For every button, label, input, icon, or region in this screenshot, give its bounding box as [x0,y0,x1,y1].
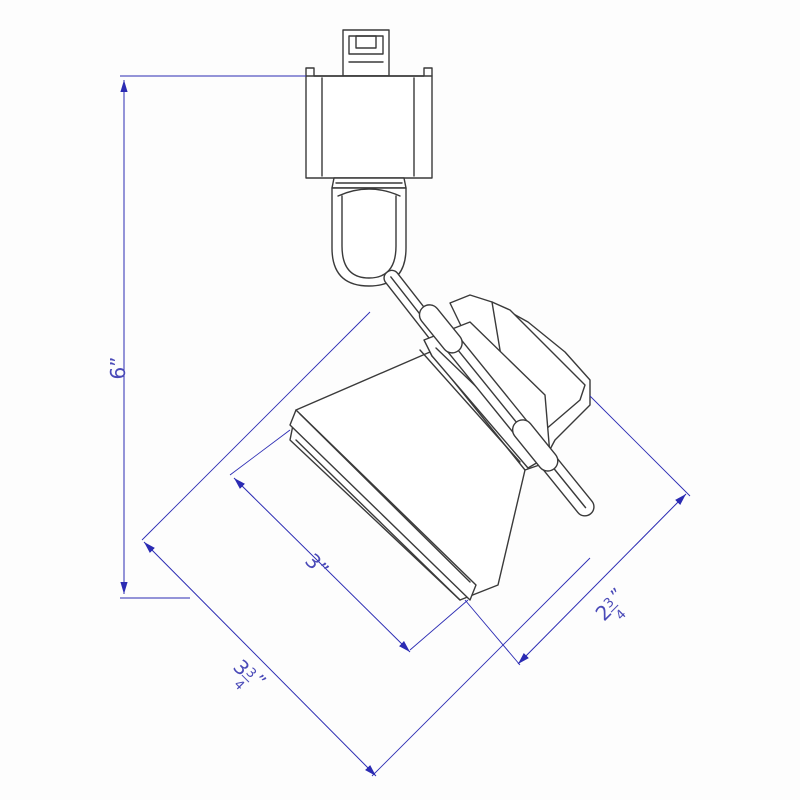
track-adapter [305,29,433,189]
width-dimension [143,541,377,777]
depth-dimension [517,493,687,665]
adapter-body [305,67,433,179]
side-rod [418,304,595,517]
track-connector [342,29,390,77]
svg-text:4: 4 [231,677,247,693]
height-label: 6” [106,356,130,379]
length-label: 3” [300,548,333,581]
depth-label: 2 3 4 ” [591,584,630,625]
dimension-lines [120,75,691,777]
svg-text:4: 4 [613,607,629,623]
swivel-knuckle [331,187,407,287]
